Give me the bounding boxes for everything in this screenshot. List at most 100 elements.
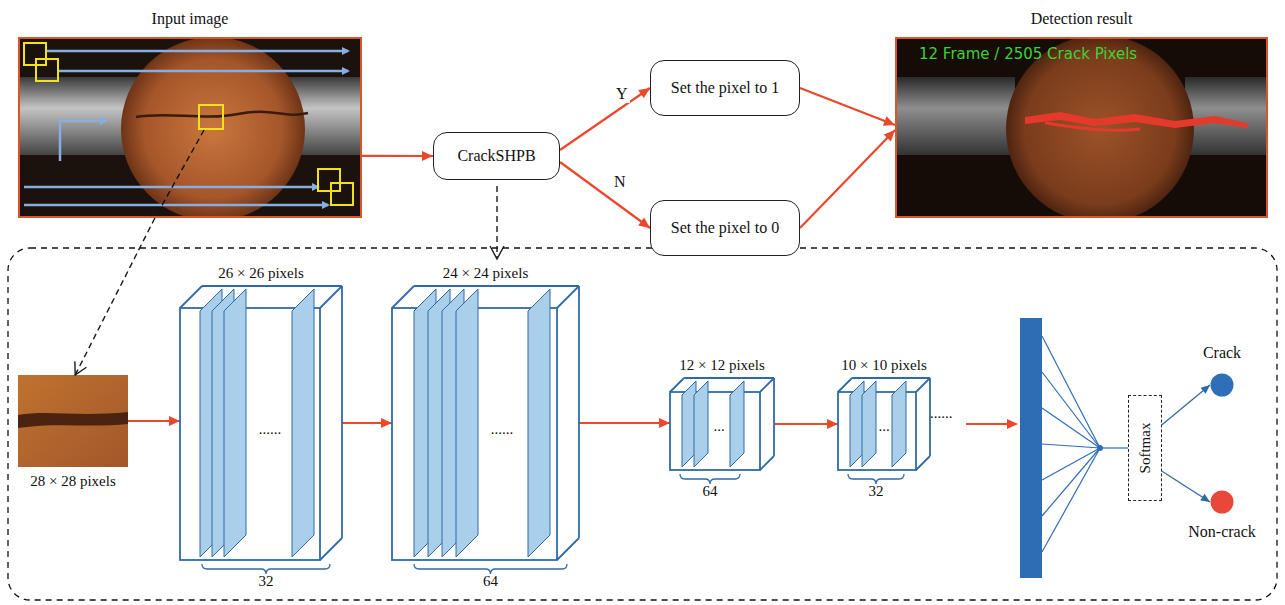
arrowhead [422, 151, 433, 161]
channel-slab [862, 381, 876, 467]
channel-slab [694, 381, 708, 467]
node-label: Non-crack [1188, 522, 1256, 541]
connector-line [560, 88, 650, 150]
arrowhead [1201, 385, 1210, 394]
result-photo [895, 37, 1268, 218]
node-label: ...... [491, 420, 514, 438]
cube-edge [684, 377, 774, 379]
cube-edge [760, 456, 774, 470]
cube-edge [578, 286, 580, 538]
arrowhead [883, 116, 895, 125]
cube-edge [916, 456, 930, 470]
window-square [331, 183, 353, 205]
class-dot [1211, 374, 1234, 397]
patch-crack [18, 412, 128, 428]
class-circle [1210, 490, 1234, 514]
bar-rod [1185, 77, 1268, 155]
connector-arrow [362, 151, 433, 161]
class-node: Crack [1210, 373, 1234, 397]
class-node: Non-crack [1210, 490, 1234, 514]
scan-arrow [60, 121, 106, 161]
rock-specimen [121, 37, 305, 218]
connector-line [800, 130, 895, 228]
node-label: 24 × 24 pixels [443, 264, 529, 282]
cube-edge [773, 378, 775, 456]
cube-edge [916, 378, 930, 392]
connector-line [579, 422, 670, 424]
connector-line [75, 218, 155, 375]
dense-connections [1042, 336, 1128, 552]
cube-edge [392, 286, 414, 308]
connector-arrow [128, 416, 180, 426]
connector-line [800, 88, 895, 125]
node-label: ... [713, 417, 724, 435]
dense-link [1042, 372, 1100, 448]
input-patch: 28 × 28 pixels [18, 375, 128, 467]
node-label: Softmax [1136, 423, 1154, 474]
connector-arrow [579, 418, 670, 428]
channel-brace [680, 474, 740, 484]
connector-arrow [1162, 385, 1210, 425]
channel-brace [202, 564, 330, 574]
node-label: CrackSHPB [457, 146, 535, 165]
connector-line [1162, 471, 1210, 502]
flow-arrow [966, 423, 1008, 425]
cube-edge [760, 378, 774, 392]
sliding-windows [24, 43, 353, 205]
photo-frame [896, 38, 1267, 217]
node-label: 10 × 10 pixels [841, 356, 927, 374]
scan-arrows [24, 51, 348, 205]
arrowhead [1200, 494, 1210, 502]
class-circle [1210, 373, 1234, 397]
cube-edge [557, 538, 579, 560]
node-label: 64 [703, 482, 718, 500]
scan-arrow [58, 70, 348, 73]
arrowhead [659, 418, 670, 428]
arrowhead [75, 361, 87, 375]
node-label: 32 [869, 482, 884, 500]
node-label: Set the pixel to 1 [671, 78, 779, 97]
node-label: ...... [259, 420, 282, 438]
channel-slab [292, 289, 314, 557]
connector-arrow [342, 418, 392, 428]
connector-arrow [774, 419, 838, 429]
scan-arrow [46, 50, 348, 53]
node-label: Crack [1203, 343, 1241, 362]
cube-edge [414, 285, 579, 287]
channel-brace [848, 474, 904, 484]
node-label: ... [878, 417, 889, 435]
node-label: 12 × 12 pixels [679, 356, 765, 374]
expand-arrowhead [490, 246, 504, 259]
dense-link [1100, 447, 1128, 448]
process-box: CrackSHPB [433, 132, 560, 180]
channel-slab [730, 381, 744, 467]
node-label: Input image [152, 9, 229, 28]
node-label: Set the pixel to 0 [671, 218, 779, 237]
rock-specimen [1006, 37, 1194, 218]
network-frame [8, 248, 1277, 600]
arrowhead [638, 88, 650, 98]
branch-label: N [612, 172, 628, 191]
window-square [36, 59, 58, 81]
feature-map: 10 × 10 pixels...32 [838, 378, 930, 470]
dense-link [1042, 336, 1100, 448]
node-label: 26 × 26 pixels [218, 264, 304, 282]
cube-edge [670, 378, 684, 392]
cube-edge [180, 286, 202, 308]
dense-layer-bar [1020, 318, 1042, 578]
feature-map: 26 × 26 pixels......32 [180, 286, 342, 560]
arrowhead [638, 217, 650, 228]
expand-arrow [496, 186, 497, 257]
softmax-box: Softmax [1128, 395, 1162, 501]
cube-outline [392, 286, 579, 560]
cube-edge [202, 285, 342, 287]
dense-link [1042, 408, 1100, 448]
class-dot [1211, 491, 1234, 514]
patch-photo [18, 375, 128, 467]
bar-rod [895, 77, 1015, 155]
flow-arrowhead [1007, 419, 1018, 429]
photo-frame [19, 38, 361, 217]
zoom-leader [155, 130, 204, 218]
